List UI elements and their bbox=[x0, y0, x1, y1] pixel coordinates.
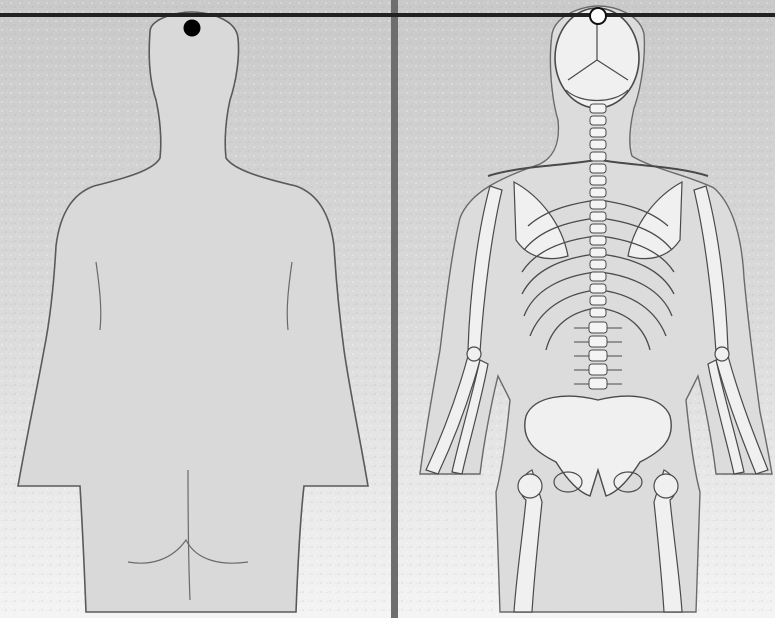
horizontal-reference-line bbox=[0, 13, 775, 17]
panel-divider bbox=[391, 0, 398, 618]
marker-open-dot bbox=[590, 8, 606, 24]
marker-filled-dot bbox=[184, 20, 201, 37]
